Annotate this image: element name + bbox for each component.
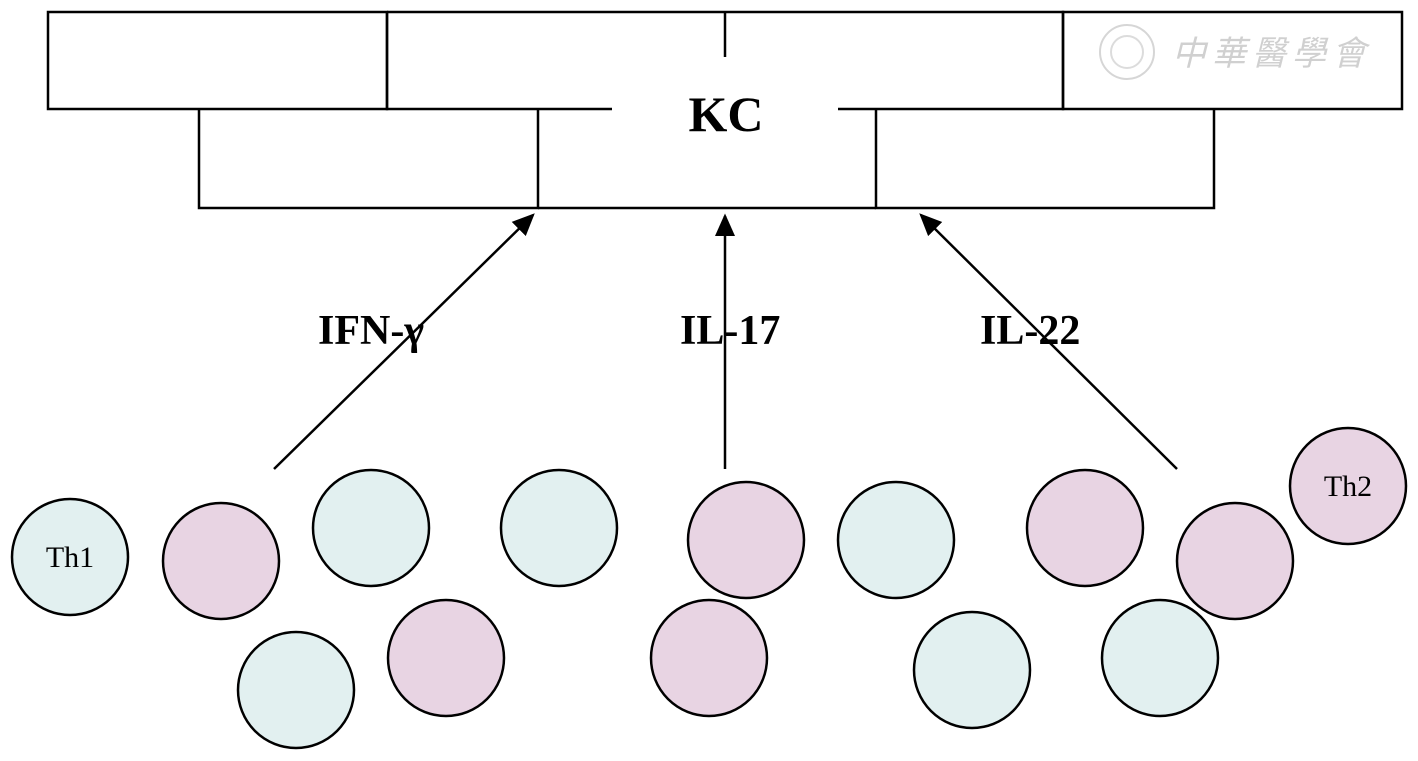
th1-cell <box>912 610 1032 730</box>
th2-cell <box>686 480 806 600</box>
watermark-seal: 中華醫學會 <box>1099 24 1372 80</box>
th2-cell <box>161 501 281 621</box>
il-22-arrow <box>919 213 1178 470</box>
kc-brick-top-2 <box>385 10 725 111</box>
th2-cell <box>1025 468 1145 588</box>
kc-brick-top-3 <box>725 10 1065 111</box>
seal-inner-icon <box>1110 35 1144 69</box>
th2-cell <box>649 598 769 718</box>
kc-brick-bottom-3 <box>874 109 1216 210</box>
th1-cell <box>311 468 431 588</box>
th2-cell <box>386 598 506 718</box>
il-22-label: IL-22 <box>980 308 1080 354</box>
t-cells <box>10 426 1408 750</box>
kc-brick-top-4 <box>1061 10 1404 111</box>
th1-cell <box>836 480 956 600</box>
th1-cell <box>236 630 356 750</box>
th1-cell <box>499 468 619 588</box>
kc-brick-bottom-1 <box>197 109 540 210</box>
il-17-label: IL-17 <box>680 308 780 354</box>
watermark-text: 中華醫學會 <box>1172 34 1372 74</box>
th2-cell <box>1175 501 1295 621</box>
th1-cell <box>10 497 130 617</box>
keratinocyte-layer <box>46 10 1404 210</box>
th1-label: Th1 <box>46 541 94 574</box>
th2-cell <box>1288 426 1408 546</box>
kc-brick-top-1 <box>46 10 389 111</box>
kc-label: KC <box>689 86 764 142</box>
th1-cell <box>1100 598 1220 718</box>
ifn-gamma-label: IFN-γ <box>318 308 424 354</box>
seal-icon <box>1099 24 1155 80</box>
cytokine-arrows <box>273 213 1178 470</box>
ifn-gamma-arrow <box>273 213 535 470</box>
th2-label: Th2 <box>1324 470 1372 503</box>
